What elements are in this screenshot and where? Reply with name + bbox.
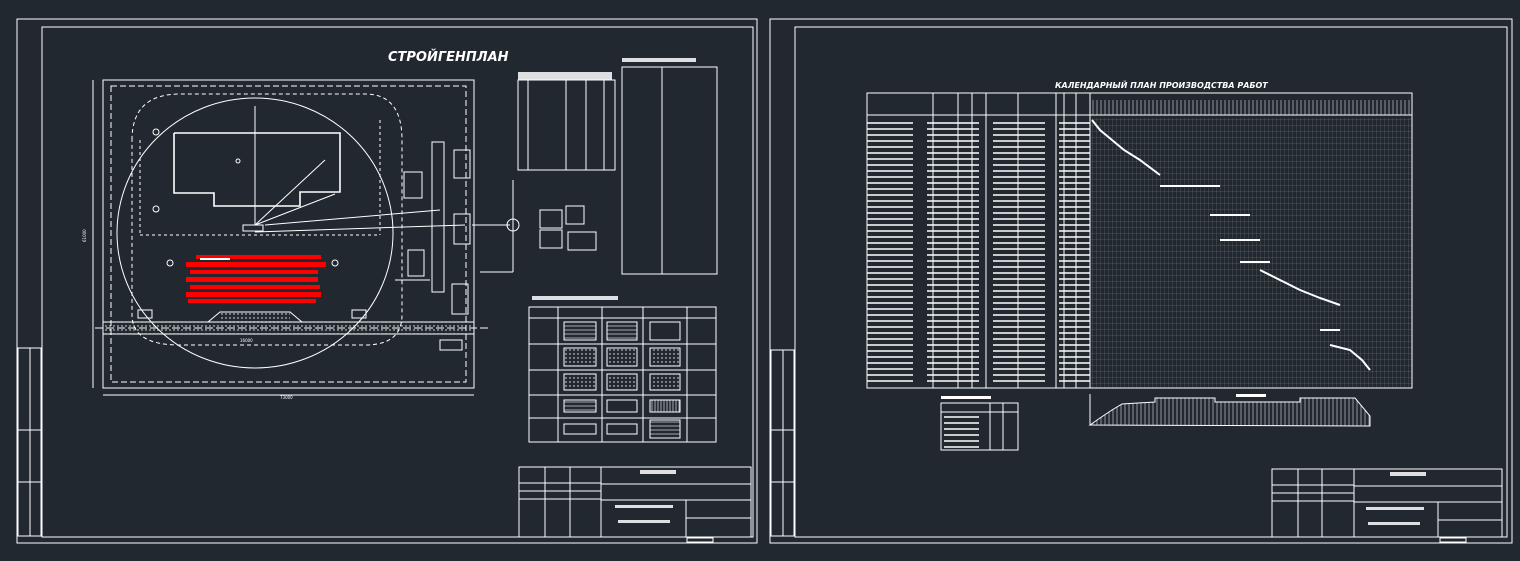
sheet2-outer-frame (769, 18, 1513, 544)
sheet2-inner-frame (794, 26, 1508, 538)
sheet1-title: СТРОЙГЕНПЛАН (388, 49, 509, 65)
dim-bottom: 73000 (280, 395, 293, 400)
sheet2-title: КАЛЕНДАРНЫЙ ПЛАН ПРОИЗВОДСТВА РАБОТ (1055, 79, 1268, 90)
red-markup-labels (186, 255, 326, 303)
dim-small: 16000 (240, 338, 253, 343)
temporary-buildings-detail (539, 205, 597, 251)
sheet1-inner-frame (41, 26, 754, 538)
labor-diagram (1088, 394, 1371, 427)
schedule-table (866, 92, 1413, 389)
summary-table (940, 396, 1019, 451)
drawing-sheet-site-plan[interactable]: СТРОЙГЕНПЛАН (16, 18, 758, 544)
sheet2-title-block (1271, 468, 1503, 543)
sheet1-title-block (518, 466, 752, 543)
drawing-sheet-schedule[interactable]: КАЛЕНДАРНЫЙ ПЛАН ПРОИЗВОДСТВА РАБОТ (769, 18, 1513, 544)
sheet2-left-stamp (770, 349, 795, 537)
legend-table-explication (517, 72, 616, 171)
site-plan: 73000 61000 16000 (82, 79, 520, 400)
dim-left: 61000 (82, 229, 87, 242)
sheet1-outer-frame (16, 18, 758, 544)
legend-table-symbols (621, 58, 718, 275)
materials-storage-table (528, 296, 717, 443)
sheet1-left-stamp (17, 347, 42, 537)
